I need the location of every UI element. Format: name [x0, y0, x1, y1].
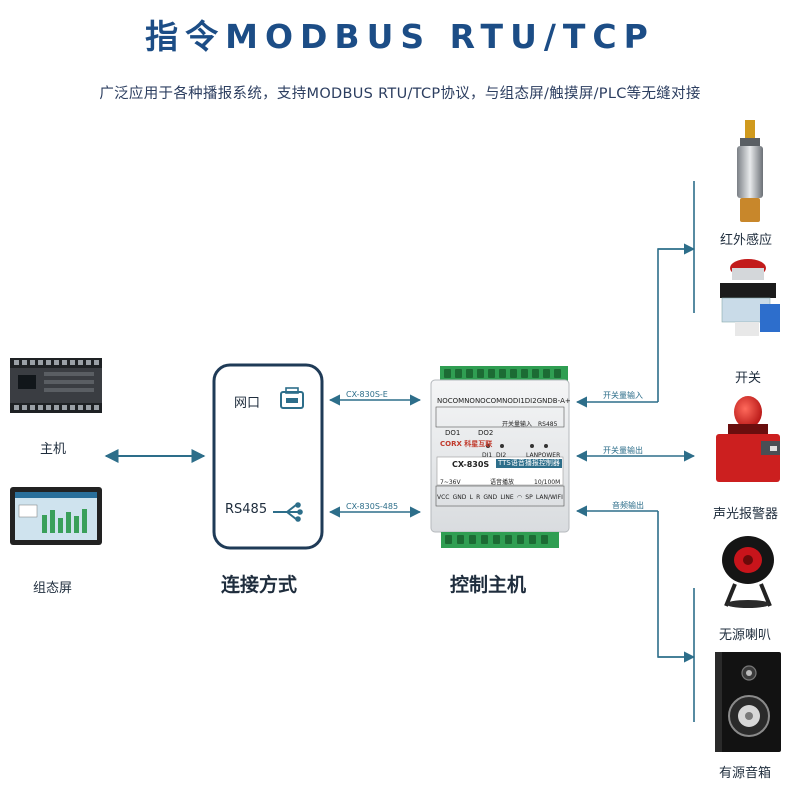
hmi-label: 组态屏 — [33, 581, 73, 596]
port-label: GND — [483, 494, 498, 501]
port-label: SP — [525, 494, 533, 501]
port-label: VCC — [437, 494, 450, 501]
port-label: B- — [552, 397, 561, 405]
port-label: L — [469, 494, 473, 501]
led-power-label: POWER — [538, 452, 561, 459]
rs485-panel-tag: RS485 — [538, 421, 558, 428]
controller-model: CX-830S — [452, 460, 490, 469]
passive-speaker-label: 无源喇叭 — [719, 628, 772, 643]
port-label: DI2 — [524, 397, 537, 405]
link-switch-in-label: 开关量输入 — [603, 391, 643, 400]
led-di2-label: DI2 — [496, 452, 507, 459]
host-label: 主机 — [40, 442, 67, 457]
controller-brand: CORX 科星互联 — [440, 440, 493, 448]
port-label: COM — [447, 397, 465, 405]
relay-do2-label: DO2 — [478, 429, 494, 437]
rs485-label: RS485 — [225, 502, 268, 517]
net-speed-label: 10/100M — [534, 479, 561, 486]
connection-caption: 连接方式 — [221, 574, 298, 596]
controller-bottom-port-labels: VCC GND L R GND LINE ◠ SP LAN/WIFI — [437, 493, 563, 502]
port-label: LAN/WIFI — [535, 494, 563, 501]
page-subtitle: 广泛应用于各种播报系统，支持MODBUS RTU/TCP协议，与组态屏/触摸屏/… — [99, 86, 701, 102]
port-label: NO — [464, 397, 475, 405]
switch-input-panel-label: 开关量输入 — [502, 421, 533, 428]
rs485-bus-icon — [273, 502, 303, 522]
switch-label: 开关 — [735, 371, 762, 386]
port-label: GND — [452, 494, 467, 501]
port-label: NO — [437, 397, 448, 405]
port-label: NO — [474, 397, 486, 405]
page-title: 指令MODBUS RTU/TCP — [145, 17, 655, 56]
push-button-switch-image — [720, 259, 780, 336]
link-network-label: CX-830S-E — [346, 390, 388, 399]
headphone-icon: ◠ — [516, 494, 523, 501]
link-switch-out-label: 开关量输出 — [603, 446, 643, 455]
link-rs485-label: CX-830S-485 — [346, 502, 399, 511]
controller-top-port-labels: NO COM NO NO COM NO DI1 DI2 GND B- A+ — [437, 397, 571, 406]
audio-play-label: 语音播放 — [490, 479, 515, 486]
sound-light-alarm-image — [716, 396, 780, 482]
plc-host-image — [10, 358, 102, 413]
active-speaker-label: 有源音箱 — [719, 766, 772, 781]
passive-horn-speaker-image — [722, 536, 774, 608]
link-audio-out-label: 音频输出 — [612, 501, 644, 510]
port-label: LINE — [500, 494, 514, 501]
hmi-screen-image — [10, 487, 102, 545]
switch-input-branch-ir — [657, 248, 694, 402]
led-di1-label: DI1 — [482, 452, 493, 459]
relay-do1-label: DO1 — [445, 429, 461, 437]
network-port-label: 网口 — [234, 396, 261, 411]
port-label: NO — [502, 397, 513, 405]
controller-product-name: TTS语音播报控制器 — [496, 459, 562, 468]
ir-sensor-label: 红外感应 — [720, 233, 773, 248]
audio-output-branch — [657, 511, 694, 658]
port-label: DI1 — [512, 397, 525, 405]
controller-caption: 控制主机 — [450, 574, 527, 596]
network-port-icon — [280, 387, 304, 409]
connection-box — [212, 363, 324, 550]
port-label: GND — [536, 397, 553, 405]
alarm-label: 声光报警器 — [713, 507, 779, 522]
active-speaker-cabinet-image — [715, 652, 781, 752]
ir-sensor-image — [737, 120, 763, 222]
port-label: COM — [485, 397, 503, 405]
led-lan-label: LAN — [526, 452, 539, 459]
port-label: R — [476, 494, 481, 501]
power-range-label: 7~36V — [440, 479, 461, 486]
port-label: A+ — [560, 397, 571, 405]
